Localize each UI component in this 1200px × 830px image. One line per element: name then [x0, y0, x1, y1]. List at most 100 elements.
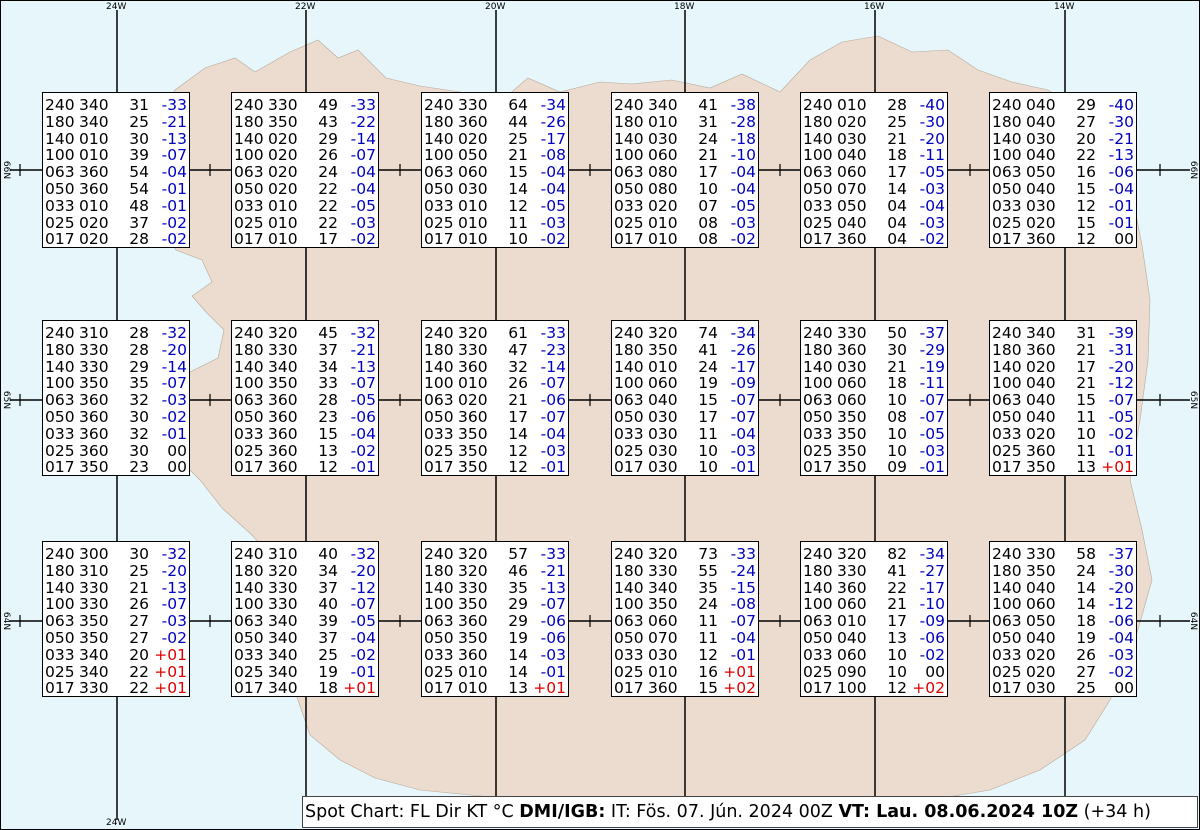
wind-direction: 030 [648, 407, 678, 426]
wind-direction: 320 [268, 324, 298, 342]
wind-speed: 14 [508, 179, 528, 198]
wind-speed: 29 [318, 129, 338, 148]
temperature: -20 [1108, 357, 1134, 376]
wind-direction: 310 [79, 324, 109, 342]
wind-speed: 29 [1076, 96, 1096, 114]
flight-level: 025 [424, 662, 454, 681]
temperature: -13 [1108, 146, 1134, 165]
wind-direction: 030 [837, 129, 867, 148]
wind-direction: 330 [79, 679, 109, 698]
flight-level: 050 [614, 179, 644, 198]
temperature: -32 [350, 545, 376, 563]
flight-level: 180 [234, 340, 264, 359]
wind-speed: 18 [318, 679, 338, 698]
wind-direction: 350 [837, 424, 867, 443]
flight-level: 050 [45, 407, 75, 426]
flight-level: 025 [614, 213, 644, 232]
flight-level: 050 [424, 628, 454, 647]
temperature: -07 [730, 612, 756, 631]
wind-direction: 100 [837, 679, 867, 698]
wind-direction: 330 [648, 561, 678, 580]
wind-speed: 31 [1076, 324, 1096, 342]
flight-level: 100 [424, 146, 454, 165]
wind-direction: 350 [1026, 561, 1056, 580]
wind-direction: 360 [648, 679, 678, 698]
temperature: -30 [919, 112, 945, 131]
wind-speed: 26 [508, 374, 528, 393]
flight-level: 025 [424, 441, 454, 460]
wind-speed: 14 [1076, 578, 1096, 597]
wind-direction: 010 [837, 96, 867, 114]
wind-speed: 16 [698, 662, 718, 681]
wind-speed: 26 [129, 595, 149, 614]
wind-speed: 28 [129, 324, 149, 342]
flight-level: 240 [45, 545, 75, 563]
flight-level: 180 [803, 112, 833, 131]
wind-direction: 330 [79, 340, 109, 359]
wind-direction: 340 [79, 662, 109, 681]
wind-direction: 350 [268, 374, 298, 393]
wind-direction: 320 [458, 561, 488, 580]
flight-level: 180 [992, 340, 1022, 359]
temperature: +01 [723, 662, 756, 681]
temperature: -04 [350, 628, 376, 647]
wind-speed: 25 [887, 112, 907, 131]
wind-speed: 21 [508, 146, 528, 165]
wind-direction: 040 [837, 628, 867, 647]
wind-speed: 27 [1076, 662, 1096, 681]
wind-direction: 360 [837, 578, 867, 597]
wind-direction: 350 [79, 612, 109, 631]
wind-speed: 28 [318, 391, 338, 410]
temperature: -39 [1108, 324, 1134, 342]
wind-speed: 18 [887, 374, 907, 393]
flight-level: 063 [45, 163, 75, 182]
wind-speed: 15 [698, 391, 718, 410]
temperature: -33 [730, 545, 756, 563]
wind-speed: 41 [698, 96, 718, 114]
wind-direction: 040 [1026, 391, 1056, 410]
wind-speed: 29 [508, 595, 528, 614]
wind-direction: 060 [1026, 595, 1056, 614]
flight-level: 240 [234, 96, 264, 114]
wind-speed: 55 [698, 561, 718, 580]
wind-speed: 44 [508, 112, 528, 131]
wind-direction: 360 [1026, 230, 1056, 249]
wind-direction: 030 [648, 424, 678, 443]
wind-direction: 060 [837, 163, 867, 182]
flight-level: 063 [424, 612, 454, 631]
wind-direction: 020 [268, 129, 298, 148]
temperature: -05 [730, 196, 756, 215]
wind-direction: 020 [1026, 662, 1056, 681]
wind-speed: 34 [318, 561, 338, 580]
wind-speed: 26 [318, 146, 338, 165]
wind-direction: 340 [648, 578, 678, 597]
wind-speed: 25 [508, 129, 528, 148]
wind-direction: 050 [837, 196, 867, 215]
flight-level: 100 [803, 146, 833, 165]
flight-level: 050 [234, 407, 264, 426]
wind-direction: 020 [268, 163, 298, 182]
wind-speed: 23 [318, 407, 338, 426]
temperature: -07 [161, 595, 187, 614]
flight-level: 025 [614, 662, 644, 681]
flight-level: 100 [45, 146, 75, 165]
wind-direction: 330 [268, 96, 298, 114]
